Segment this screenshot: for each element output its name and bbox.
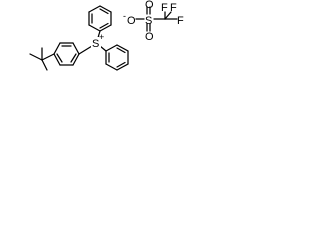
sulfonate-s-label: S	[145, 15, 152, 27]
bond	[116, 63, 129, 71]
oxygen-anion-label: O	[127, 15, 136, 27]
bond	[41, 59, 48, 71]
fluorine-top-right-label: F	[170, 2, 177, 14]
bond	[72, 42, 80, 55]
bond	[88, 5, 101, 13]
tert-butylphenyl-ring	[53, 42, 80, 66]
bond	[88, 24, 101, 32]
oxygen-anion-charge: -	[123, 11, 126, 21]
fluorine-top-left-label: F	[161, 2, 168, 14]
chemical-structure: S + O O O - S F F F	[29, 0, 184, 71]
double-bond-inner	[99, 22, 109, 29]
bond	[116, 44, 129, 52]
double-bond-inner	[116, 61, 126, 68]
bond-c-f	[164, 11, 172, 20]
triflate-anion: O O O - S F F F	[123, 0, 184, 43]
double-bond-inner	[99, 8, 109, 15]
bond	[99, 5, 112, 13]
bond-s-aryl	[78, 45, 93, 55]
sulfonium-s-label: S	[92, 38, 99, 50]
double-bond-inner	[116, 47, 126, 54]
bond	[99, 24, 112, 32]
tert-butyl-group	[29, 47, 55, 71]
bond	[53, 42, 61, 55]
bond	[53, 53, 61, 66]
double-bond-inner	[56, 53, 63, 63]
bond	[29, 53, 43, 61]
double-bond-inner	[70, 53, 77, 63]
oxygen-top-label: O	[145, 0, 154, 11]
bond	[105, 63, 118, 71]
bond	[72, 53, 80, 66]
oxygen-bottom-label: O	[145, 31, 154, 43]
fluorine-right-label: F	[177, 15, 184, 27]
bond	[105, 44, 118, 52]
sulfonium-charge: +	[99, 32, 104, 42]
bond	[41, 53, 55, 61]
phenyl-ring-right	[105, 44, 129, 71]
phenyl-ring-top	[88, 5, 112, 32]
